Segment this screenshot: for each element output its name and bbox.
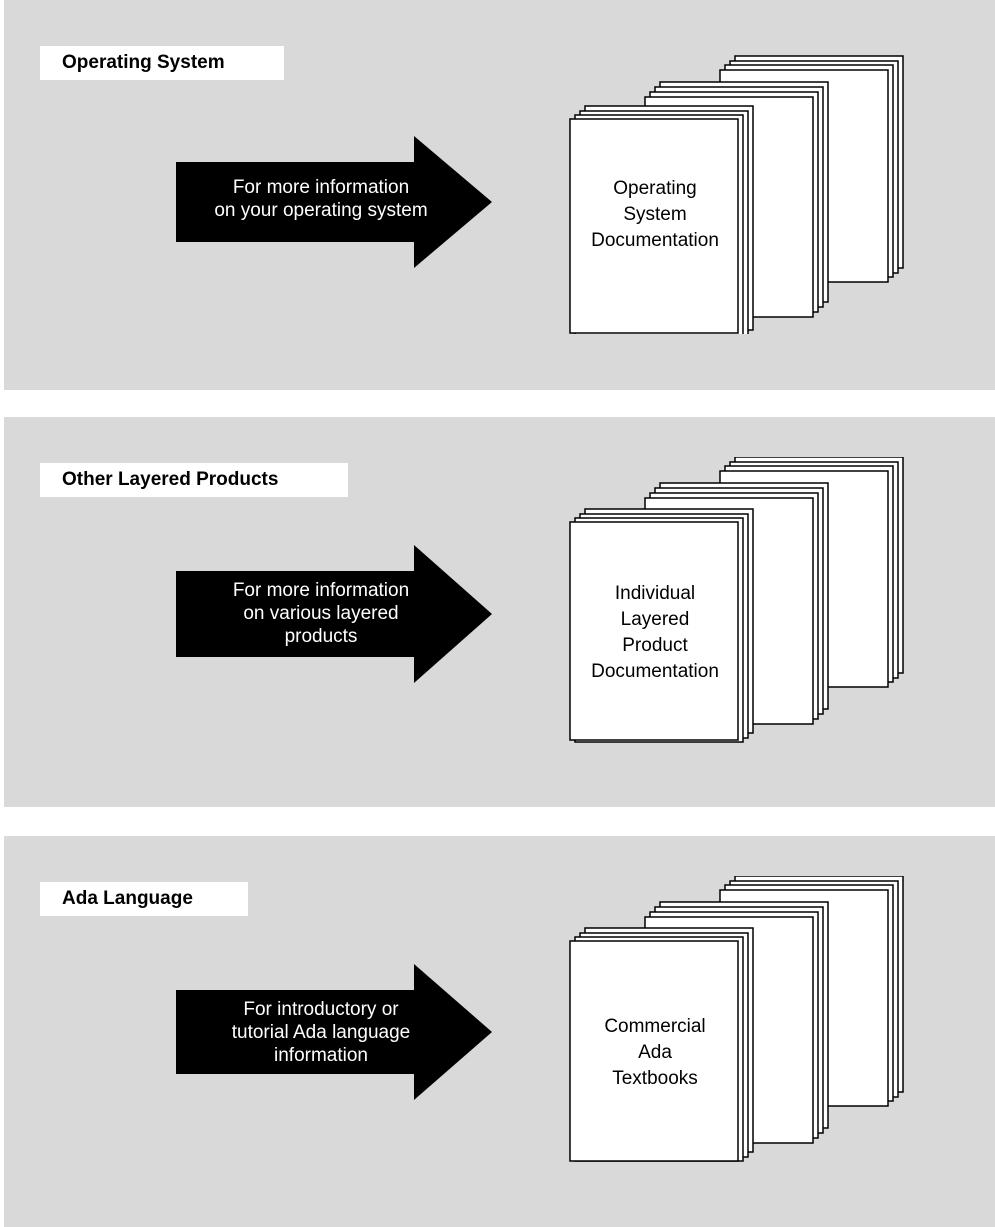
section-ada-language: Ada Language For introductory or tutoria…	[4, 836, 995, 1227]
book-title: Commercial Ada Textbooks	[604, 1016, 706, 1089]
arrow-shape	[176, 964, 492, 1100]
section-title: Operating System	[40, 46, 284, 80]
arrow-text: For introductory or tutorial Ada languag…	[231, 999, 411, 1066]
arrow-shape	[176, 545, 492, 683]
arrow-shape	[176, 136, 492, 268]
book-stack-drawing	[569, 55, 904, 340]
arrow-text: For more information on your operating s…	[214, 177, 428, 221]
book-stack: Commercial Ada Textbooks	[568, 875, 908, 1166]
section-other-layered-products: Other Layered Products For more informat…	[4, 417, 995, 807]
arrow: For introductory or tutorial Ada languag…	[176, 964, 492, 1100]
book-stack: Operating System Documentation	[568, 52, 908, 340]
book-title: Operating System Documentation	[591, 178, 719, 251]
book-stack-drawing	[569, 875, 904, 1162]
section-title: Ada Language	[40, 882, 248, 916]
section-title: Other Layered Products	[40, 463, 348, 497]
book-stack-drawing	[569, 456, 904, 743]
arrow: For more information on your operating s…	[176, 136, 492, 268]
section-title-text: Ada Language	[62, 888, 193, 909]
arrow-text: For more information on various layered …	[232, 580, 410, 647]
book-stack: Individual Layered Product Documentation	[568, 456, 908, 747]
section-title-text: Other Layered Products	[62, 469, 279, 490]
section-operating-system: Operating System For more information on…	[4, 0, 995, 390]
arrow: For more information on various layered …	[176, 545, 492, 683]
book-title: Individual Layered Product Documentation	[591, 583, 719, 682]
section-title-text: Operating System	[62, 52, 225, 73]
